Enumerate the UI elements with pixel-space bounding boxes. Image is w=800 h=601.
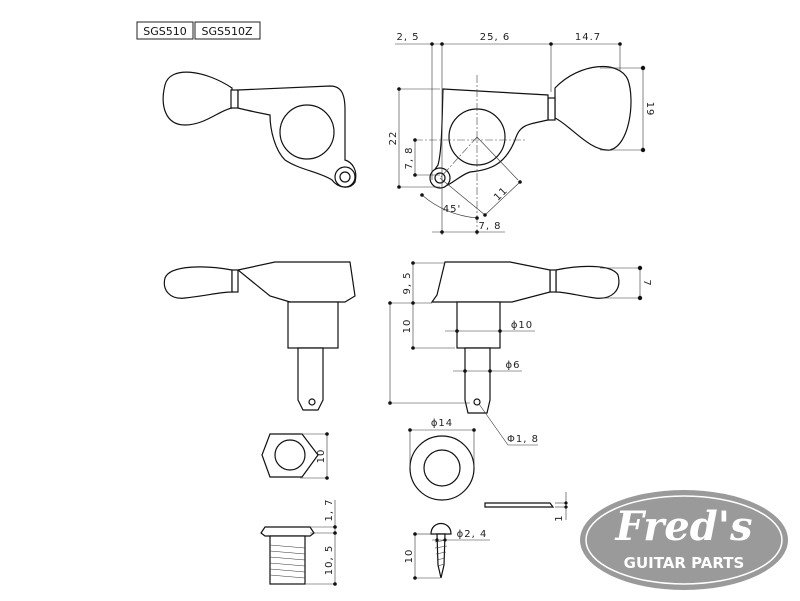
tuner-front-view-dimensioned: 2, 5 25, 6 14.7 22 7, 8 19 11 45' 7, 8 bbox=[388, 32, 655, 235]
dim-button-length: 14.7 bbox=[575, 32, 601, 43]
dim-washer-thickness: 1 bbox=[554, 514, 565, 521]
logo-line2: GUITAR PARTS bbox=[624, 554, 745, 572]
model-box-sgs510 bbox=[136, 21, 194, 40]
dim-button-thickness: 7 bbox=[641, 279, 652, 286]
dim-body-height: 22 bbox=[388, 131, 399, 146]
dim-angle: 45' bbox=[443, 204, 461, 215]
washer-side: 1 bbox=[484, 492, 568, 522]
dim-diagonal: 11 bbox=[492, 185, 510, 203]
dim-bushing-flange: 1, 7 bbox=[324, 498, 335, 521]
dim-side-body-height: 9, 5 bbox=[402, 271, 413, 294]
model-sgs510: SGS510 bbox=[143, 25, 186, 38]
washer: ϕ14 bbox=[408, 418, 476, 501]
bushing: 1, 7 10, 5 bbox=[260, 498, 337, 586]
hex-nut: 10 bbox=[261, 432, 329, 480]
dim-top-offset: 2, 5 bbox=[396, 32, 419, 43]
dim-button-height: 19 bbox=[644, 102, 655, 117]
dim-screw-horizontal: 7, 8 bbox=[478, 221, 501, 232]
logo-line1: Fred's bbox=[615, 503, 753, 550]
dim-washer-diameter: ϕ14 bbox=[431, 418, 453, 429]
model-box-sgs510z bbox=[194, 21, 261, 40]
model-labels: SGS510 SGS510Z bbox=[136, 21, 261, 40]
model-sgs510z: SGS510Z bbox=[201, 25, 252, 38]
dim-bushing-length: 10, 5 bbox=[324, 545, 335, 575]
dim-screw-length: 10 bbox=[404, 549, 415, 564]
tuner-front-view-left bbox=[162, 71, 357, 188]
dim-post-diameter: ϕ6 bbox=[506, 360, 521, 371]
dim-nut-size: 10 bbox=[316, 449, 327, 464]
dim-screw-diameter: ϕ2, 4 bbox=[457, 529, 488, 540]
tuner-side-view-dimensioned: 9, 5 10 7 ϕ10 ϕ6 Φ1, 8 bbox=[388, 261, 652, 446]
dim-shaft-length: 10 bbox=[402, 319, 413, 334]
dim-hole-diameter: Φ1, 8 bbox=[507, 434, 539, 445]
dim-screw-vertical: 7, 8 bbox=[404, 146, 415, 169]
freds-guitar-parts-logo: Fred's GUITAR PARTS bbox=[580, 490, 788, 590]
dim-shaft-diameter: ϕ10 bbox=[511, 320, 533, 331]
dim-body-length: 25, 6 bbox=[480, 32, 510, 43]
wood-screw: 10 ϕ2, 4 bbox=[404, 522, 490, 580]
tuner-side-view-left bbox=[163, 261, 356, 411]
